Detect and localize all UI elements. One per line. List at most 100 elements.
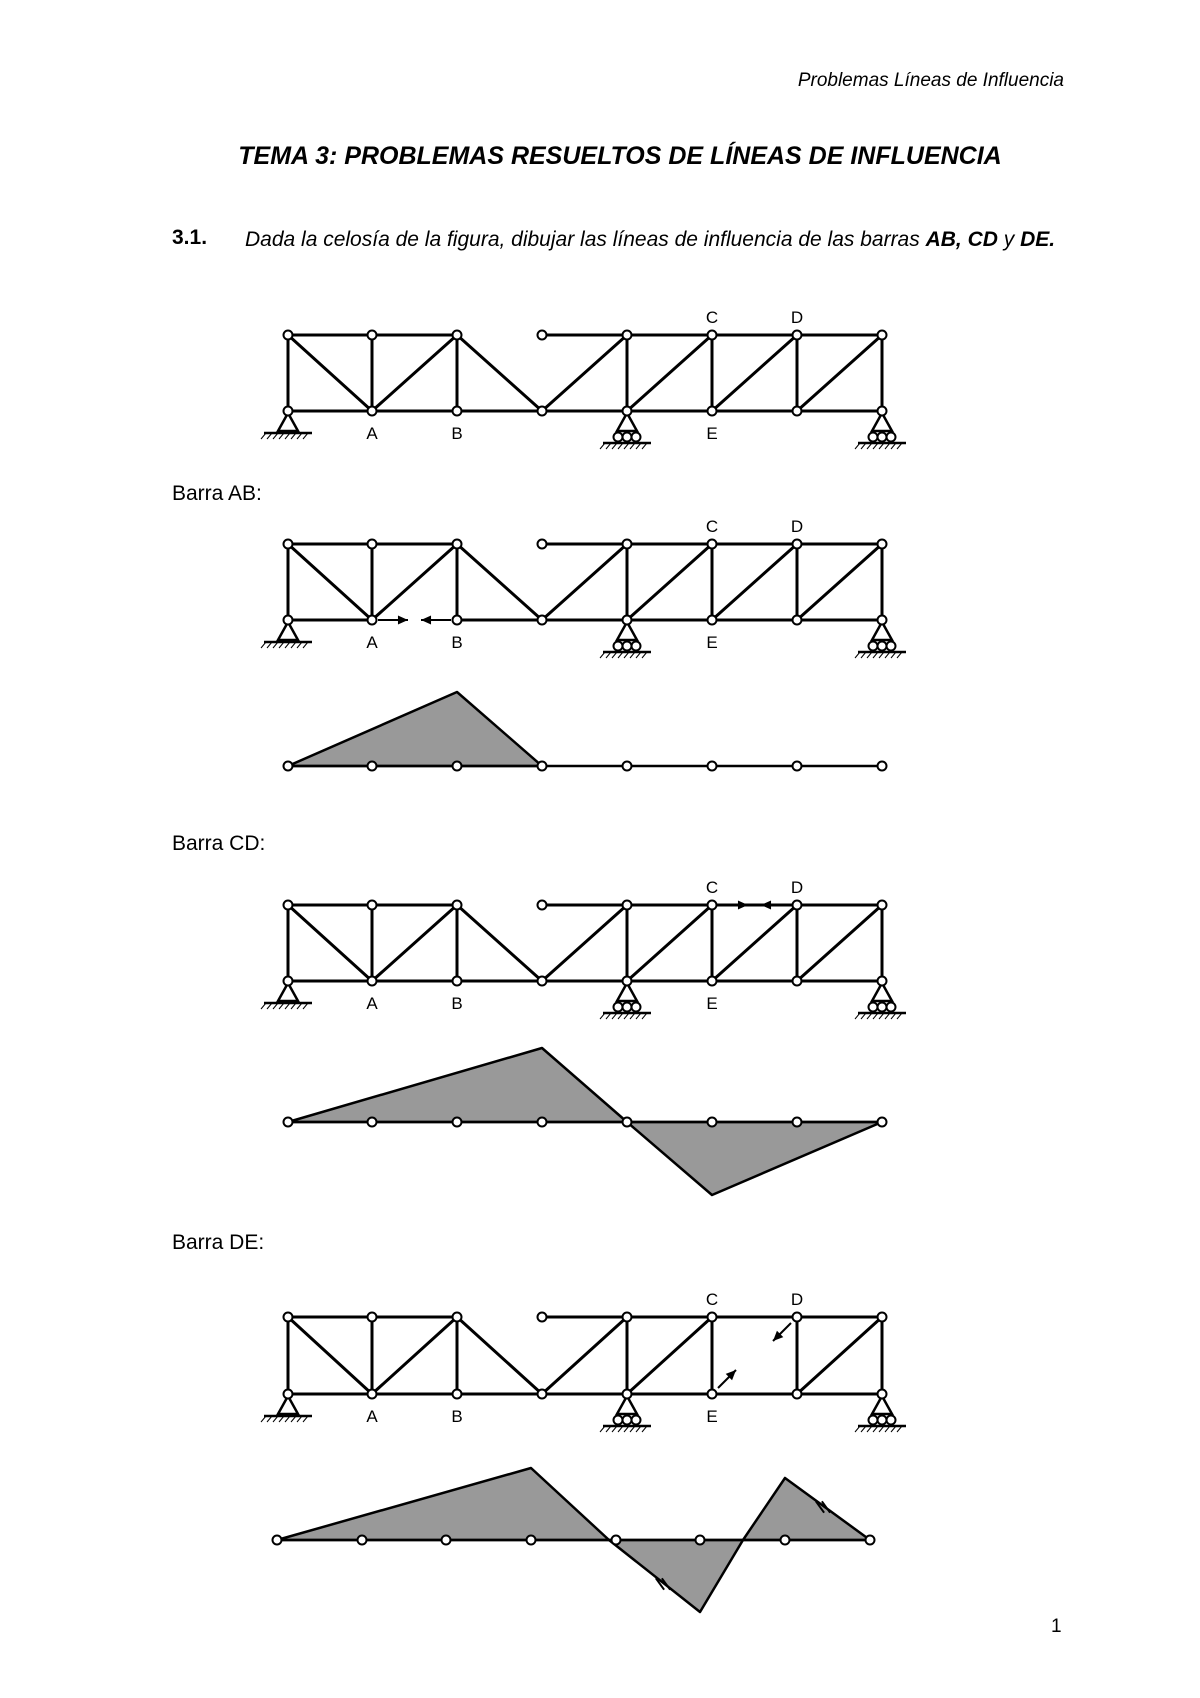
influence-area [741,1476,872,1542]
roller-support-icon [614,1393,640,1416]
truss-node [536,614,548,626]
node-label-b: B [451,1407,462,1426]
roller-wheel-icon [630,1001,642,1013]
roller-wheel-icon [630,640,642,652]
influence-area [607,1538,745,1614]
roller-support-icon [614,980,640,1003]
problem-text: Dada la celosía de la figura, dibujar la… [245,228,926,251]
ground-hatch [623,1425,630,1433]
truss-node [282,1388,294,1400]
ground-hatch [284,1002,291,1010]
ground-hatch [896,651,903,659]
roller-support-icon [869,619,895,642]
ground-hatch [605,1425,612,1433]
roller-support-icon [869,1393,895,1416]
truss-node [451,899,463,911]
node-label-e: E [706,994,717,1013]
roller-wheel-icon [612,1414,624,1426]
ground-hatch [866,442,873,450]
ground-hatch [890,651,897,659]
section-label-cd: Barra CD: [172,832,266,855]
influence-node [440,1534,452,1546]
ground-hatch [617,442,624,450]
ground-hatch [296,1002,303,1010]
ground-hatch [641,1425,648,1433]
influence-node [876,760,888,772]
ground-hatch [605,442,612,450]
pin-support-icon [275,619,301,642]
roller-support-icon [869,410,895,433]
ground-hatch [266,641,273,649]
ground-hatch [302,1415,309,1423]
ground-hatch [866,1425,873,1433]
ground-hatch [860,1012,867,1020]
truss-node [282,1311,294,1323]
ground-hatch [854,1425,861,1433]
truss-member [286,1315,374,1396]
ground-hatch [860,1425,867,1433]
truss-member [540,903,629,983]
truss-member [540,333,629,413]
roller-wheel-icon [876,1001,888,1013]
ground-hatch [272,1415,279,1423]
node-label-e: E [706,424,717,443]
truss-node [366,1388,378,1400]
ground-hatch [866,1012,873,1020]
truss-node [791,405,803,417]
ground-hatch [599,1425,606,1433]
truss-member [370,542,459,622]
truss-node [791,1311,803,1323]
truss-node [451,1311,463,1323]
roller-wheel-icon [885,1001,897,1013]
node-label-a: A [366,424,378,443]
truss-node [876,538,888,550]
influence-node [864,1534,876,1546]
node-label-a: A [366,994,378,1013]
truss-member [370,333,459,413]
influence-area [275,1466,611,1542]
ground-hatch [266,1002,273,1010]
roller-wheel-icon [885,431,897,443]
ground-hatch [611,442,618,450]
ground-hatch [290,1002,297,1010]
ground-hatch [884,1425,891,1433]
roller-support-icon [614,410,640,433]
truss-member [625,542,714,622]
pin-support-icon [275,1393,301,1416]
ground-hatch [266,1415,273,1423]
influence-node [706,1116,718,1128]
truss-node [791,1388,803,1400]
ground-hatch [611,1012,618,1020]
ground-hatch [641,1012,648,1020]
influence-node [366,760,378,772]
node-label-b: B [451,424,462,443]
node-label-c: C [706,517,718,536]
ground-hatch [635,1425,642,1433]
influence-node [282,760,294,772]
influence-node [536,1116,548,1128]
roller-wheel-icon [867,1001,879,1013]
truss-node [282,329,294,341]
ground-hatch [278,432,285,440]
truss-node [366,329,378,341]
truss-node [706,899,718,911]
ground-hatch [290,641,297,649]
influence-node [791,1116,803,1128]
ground-hatch [872,1012,879,1020]
node-label-c: C [706,308,718,327]
influence-node [525,1534,537,1546]
truss-member [710,333,799,413]
ground-hatch [872,1425,879,1433]
ground-hatch [278,1002,285,1010]
ground-hatch [272,1002,279,1010]
influence-node [706,760,718,772]
ground-hatch [878,651,885,659]
truss-node [706,614,718,626]
roller-wheel-icon [630,431,642,443]
ground-hatch [284,432,291,440]
truss-node [706,329,718,341]
ground-hatch [617,651,624,659]
